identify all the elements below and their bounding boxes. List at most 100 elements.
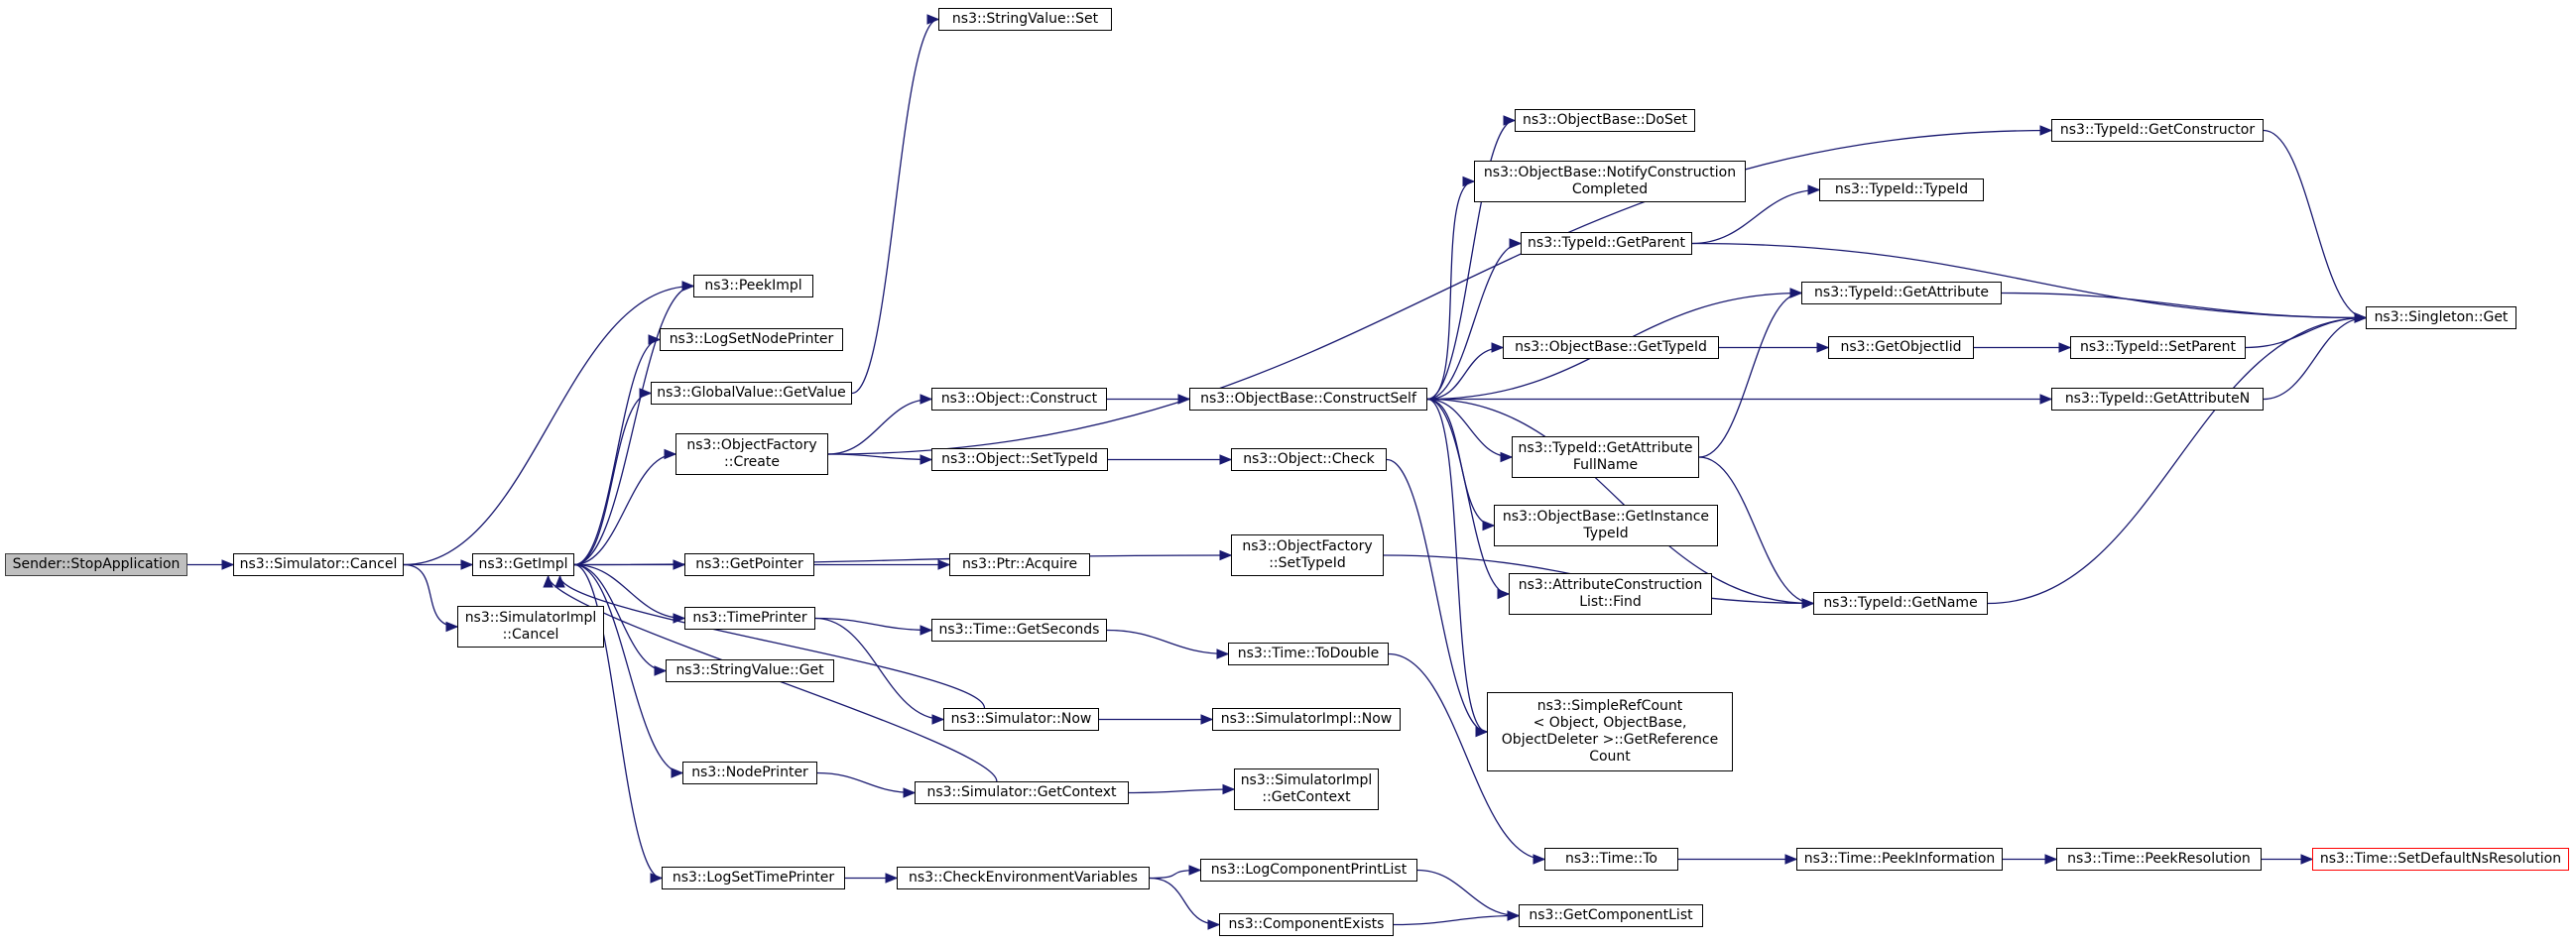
edge-objsettypeid-to-objcheck xyxy=(1108,454,1233,465)
node-simulator-now[interactable]: ns3::Simulator::Now xyxy=(943,708,1099,731)
edge-objcheck-to-simplerefcount xyxy=(1386,458,1489,738)
edge-checkenv-to-compexists xyxy=(1149,877,1221,930)
node-objectfactory-create[interactable]: ns3::ObjectFactory ::Create xyxy=(675,433,828,475)
node-simulatorimpl-getcontext[interactable]: ns3::SimulatorImpl ::GetContext xyxy=(1234,768,1379,810)
node-getobjectiid[interactable]: ns3::GetObjectIid xyxy=(1828,336,1974,359)
node-getimpl[interactable]: ns3::GetImpl xyxy=(472,553,574,576)
edge-timeprinter-to-simnow xyxy=(814,617,945,725)
edge-stopapp-to-simcancel xyxy=(187,559,235,570)
edge-timeto-to-timepeekinfo xyxy=(1678,854,1798,865)
node-objectbase-notifyconstructioncompleted[interactable]: ns3::ObjectBase::NotifyConstruction Comp… xyxy=(1474,161,1746,202)
edge-constructself-to-typeidgetattributen xyxy=(1427,394,2053,405)
node-getcomponentlist[interactable]: ns3::GetComponentList xyxy=(1519,904,1703,927)
edge-objfactorycreate-to-objsettypeid xyxy=(827,453,933,465)
node-attributeconstructionlist-find[interactable]: ns3::AttributeConstruction List::Find xyxy=(1509,573,1712,615)
edge-globalvalue-to-stringvalueset xyxy=(851,14,940,395)
node-singleton-get[interactable]: ns3::Singleton::Get xyxy=(2366,306,2516,329)
node-typeid-getattributefullname[interactable]: ns3::TypeId::GetAttribute FullName xyxy=(1512,436,1699,478)
node-logsetnodeprinter[interactable]: ns3::LogSetNodePrinter xyxy=(660,328,843,351)
edge-objfactorycreate-to-objconstruct xyxy=(827,394,933,455)
edge-constructself-to-getattrfullname xyxy=(1426,398,1514,463)
node-objectbase-constructself[interactable]: ns3::ObjectBase::ConstructSelf xyxy=(1189,388,1427,411)
edge-simcancel-to-peekimpl xyxy=(403,281,695,566)
node-time-peekresolution[interactable]: ns3::Time::PeekResolution xyxy=(2056,848,2262,871)
node-time-to[interactable]: ns3::Time::To xyxy=(1544,848,1678,871)
edge-getimpl-to-logsettime xyxy=(573,563,664,884)
node-time-todouble[interactable]: ns3::Time::ToDouble xyxy=(1228,643,1389,665)
node-time-peekinformation[interactable]: ns3::Time::PeekInformation xyxy=(1796,848,2003,871)
node-typeid-setparent[interactable]: ns3::TypeId::SetParent xyxy=(2070,336,2246,359)
node-checkenvironmentvariables[interactable]: ns3::CheckEnvironmentVariables xyxy=(897,867,1150,889)
node-globalvalue-getvalue[interactable]: ns3::GlobalValue::GetValue xyxy=(651,382,852,405)
node-simulator-getcontext[interactable]: ns3::Simulator::GetContext xyxy=(915,781,1129,804)
node-objectbase-getinstancetypeid[interactable]: ns3::ObjectBase::GetInstance TypeId xyxy=(1494,505,1718,546)
edge-logcompprint-to-getcomplist xyxy=(1416,869,1521,921)
node-typeid-getconstructor[interactable]: ns3::TypeId::GetConstructor xyxy=(2051,119,2264,142)
node-typeid-typeid[interactable]: ns3::TypeId::TypeId xyxy=(1819,178,1984,201)
node-logsettimeprinter[interactable]: ns3::LogSetTimePrinter xyxy=(662,867,845,889)
node-typeid-getname[interactable]: ns3::TypeId::GetName xyxy=(1813,592,1988,615)
edge-objfactorycreate-to-typeidgetconstructor xyxy=(827,125,2053,455)
node-typeid-getattributen[interactable]: ns3::TypeId::GetAttributeN xyxy=(2051,388,2264,411)
edge-constructself-to-notifyconstruction xyxy=(1426,176,1476,401)
edge-timeprinter-to-timegetseconds xyxy=(814,617,933,636)
edge-constructself-to-doset xyxy=(1426,115,1517,401)
node-object-check[interactable]: ns3::Object::Check xyxy=(1231,448,1387,471)
edge-simnow-to-getimpl xyxy=(554,574,986,709)
edge-getimpl-to-globalvalue xyxy=(573,388,653,566)
edge-typeidgetconstructor-to-singletonget xyxy=(2263,129,2368,323)
edge-logsettime-to-checkenv xyxy=(845,873,899,884)
edge-typeidgetparent-to-singletonget xyxy=(1691,242,2368,323)
edge-typeidgetparent-to-typeidtypeid xyxy=(1691,184,1821,245)
node-simplerefcount-getreferencecount[interactable]: ns3::SimpleRefCount < Object, ObjectBase… xyxy=(1487,692,1733,771)
edge-constructself-to-attrconstruction xyxy=(1426,398,1511,600)
edge-simnow-to-simimplnow xyxy=(1099,714,1214,725)
node-componentexists[interactable]: ns3::ComponentExists xyxy=(1219,913,1394,936)
node-typeid-getattribute[interactable]: ns3::TypeId::GetAttribute xyxy=(1801,282,2002,304)
edge-checkenv-to-logcompprint xyxy=(1149,865,1202,880)
node-object-construct[interactable]: ns3::Object::Construct xyxy=(931,388,1107,411)
node-sender-stopapplication: Sender::StopApplication xyxy=(5,553,187,576)
edge-constructself-to-objbasegettypeid xyxy=(1426,342,1505,401)
edge-getpointer-to-ptracquire xyxy=(814,559,951,570)
node-peekimpl[interactable]: ns3::PeekImpl xyxy=(693,275,813,297)
edge-timepeekinfo-to-timepeekres xyxy=(2003,854,2058,865)
edge-typeidgetattributen-to-singletonget xyxy=(2263,312,2368,401)
node-stringvalue-get[interactable]: ns3::StringValue::Get xyxy=(666,659,834,682)
edge-getimpl-to-objfactorycreate xyxy=(573,448,677,566)
edge-compexists-to-getcomplist xyxy=(1393,910,1521,926)
edge-getimpl-to-stringvalueget xyxy=(573,563,668,676)
edge-simgetcontext-to-simimplgetcontext xyxy=(1128,783,1236,795)
edge-nodeprinter-to-simgetcontext xyxy=(816,771,917,798)
node-objectbase-gettypeid[interactable]: ns3::ObjectBase::GetTypeId xyxy=(1503,336,1719,359)
node-timeprinter[interactable]: ns3::TimePrinter xyxy=(684,607,815,630)
node-simulator-cancel[interactable]: ns3::Simulator::Cancel xyxy=(233,553,404,576)
edge-getattrfullname-to-typeidgetname xyxy=(1698,456,1815,609)
node-nodeprinter[interactable]: ns3::NodePrinter xyxy=(682,762,817,784)
edge-timepeekres-to-setdefaultns xyxy=(2262,854,2314,865)
edge-getimpl-to-objfactorysettypeid xyxy=(573,549,1233,566)
node-objectfactory-settypeid[interactable]: ns3::ObjectFactory ::SetTypeId xyxy=(1231,534,1384,576)
edge-timetodouble-to-timeto xyxy=(1388,652,1546,865)
edge-objconstruct-to-constructself xyxy=(1107,394,1191,405)
edge-getobjectiid-to-typeidsetparent xyxy=(1974,342,2072,353)
edge-getimpl-to-logsetnode xyxy=(573,334,662,566)
node-object-settypeid[interactable]: ns3::Object::SetTypeId xyxy=(931,448,1108,471)
edge-getimpl-to-nodeprinter xyxy=(573,563,684,778)
node-ptr-acquire[interactable]: ns3::Ptr::Acquire xyxy=(949,553,1090,576)
edge-constructself-to-typeidgetparent xyxy=(1426,238,1523,401)
node-time-setdefaultnsresolution[interactable]: ns3::Time::SetDefaultNsResolution xyxy=(2312,848,2569,871)
node-logcomponentprintlist[interactable]: ns3::LogComponentPrintList xyxy=(1200,859,1417,882)
node-objectbase-doset[interactable]: ns3::ObjectBase::DoSet xyxy=(1515,109,1695,132)
node-simulatorimpl-now[interactable]: ns3::SimulatorImpl::Now xyxy=(1212,708,1401,731)
edge-timegetseconds-to-timetodouble xyxy=(1106,629,1230,659)
node-time-getseconds[interactable]: ns3::Time::GetSeconds xyxy=(931,619,1107,642)
node-getpointer[interactable]: ns3::GetPointer xyxy=(684,553,814,576)
edge-simcancel-to-simimplcancel xyxy=(403,563,459,633)
node-stringvalue-set[interactable]: ns3::StringValue::Set xyxy=(938,8,1112,31)
edge-getattrfullname-to-typeidgetattribute xyxy=(1698,288,1803,458)
edge-getimpl-to-peekimpl xyxy=(573,281,695,566)
node-simulatorimpl-cancel[interactable]: ns3::SimulatorImpl ::Cancel xyxy=(457,606,604,648)
node-typeid-getparent[interactable]: ns3::TypeId::GetParent xyxy=(1521,232,1692,255)
